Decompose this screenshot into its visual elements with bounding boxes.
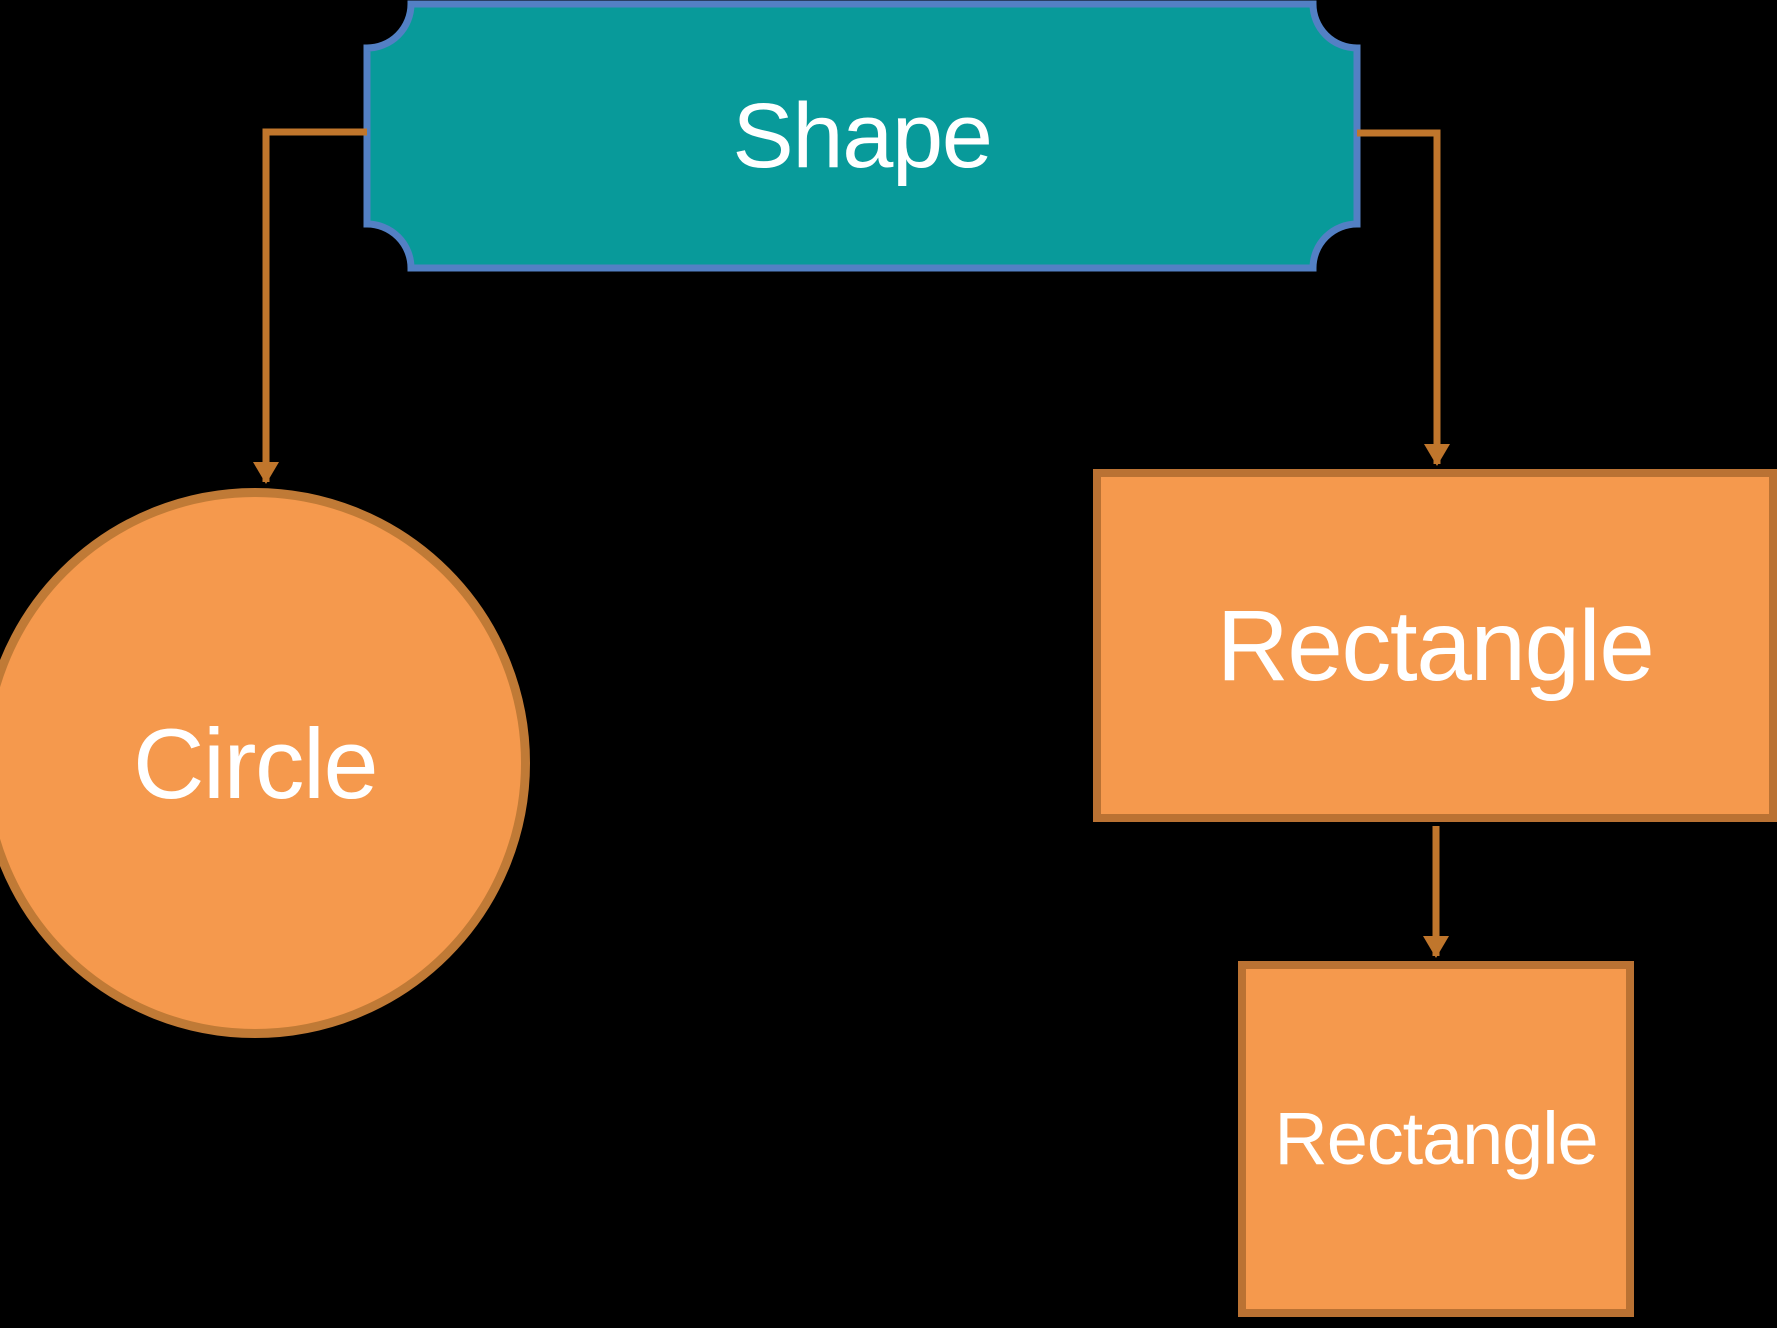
node-rectangle-2-label: Rectangle bbox=[1274, 1097, 1598, 1180]
node-circle: Circle bbox=[0, 488, 530, 1038]
node-shape-plaque bbox=[363, 0, 1361, 272]
node-rectangle: Rectangle bbox=[1093, 469, 1777, 822]
node-rectangle-2: Rectangle bbox=[1238, 961, 1634, 1317]
connector-shape-to-rectangle bbox=[1357, 129, 1450, 466]
node-shape-label: Shape bbox=[732, 85, 993, 187]
node-rectangle-label: Rectangle bbox=[1216, 589, 1655, 702]
node-shape: Shape bbox=[367, 4, 1357, 268]
node-circle-label: Circle bbox=[132, 707, 379, 819]
connector-shape-to-circle bbox=[253, 128, 367, 484]
